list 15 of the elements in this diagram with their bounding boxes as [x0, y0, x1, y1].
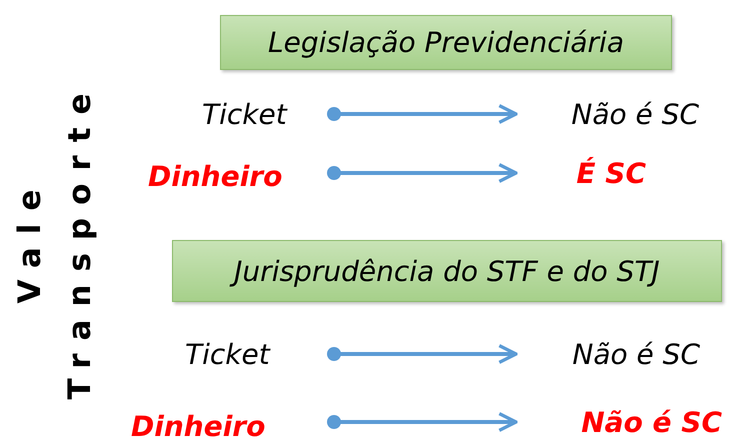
- arrow: [327, 104, 518, 124]
- item-text: Dinheiro: [142, 158, 334, 194]
- result-text: Não é SC: [516, 404, 728, 440]
- heading-box: Jurisprudência do STF e do STJ: [172, 240, 722, 302]
- arrow: [327, 344, 518, 364]
- result-text: Não é SC: [516, 336, 706, 372]
- item-text: Ticket: [172, 96, 334, 132]
- item-text: Dinheiro: [125, 408, 334, 441]
- arrow: [327, 163, 518, 183]
- arrow: [327, 412, 518, 432]
- result-text: É SC: [516, 155, 652, 191]
- vertical-title: Vale Transporte: [11, 79, 99, 402]
- item-text: Ticket: [155, 336, 334, 372]
- result-text: Não é SC: [516, 96, 705, 132]
- heading-box: Legislação Previdenciária: [220, 15, 672, 70]
